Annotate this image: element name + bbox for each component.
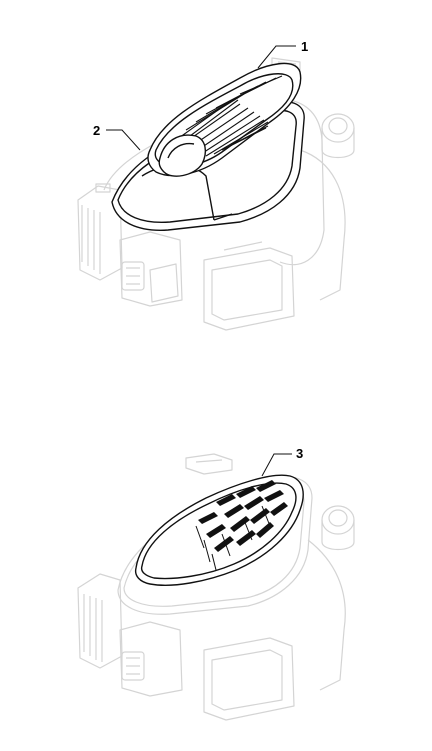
air-filter-cover-part-1 [147,62,302,177]
callout-3: 3 [296,446,304,461]
leader-lines-top [106,45,296,151]
callout-2: 2 [93,123,101,138]
callout-1: 1 [301,39,309,54]
cover-plate-part-3 [134,474,304,586]
leader-lines-bottom [261,453,292,477]
